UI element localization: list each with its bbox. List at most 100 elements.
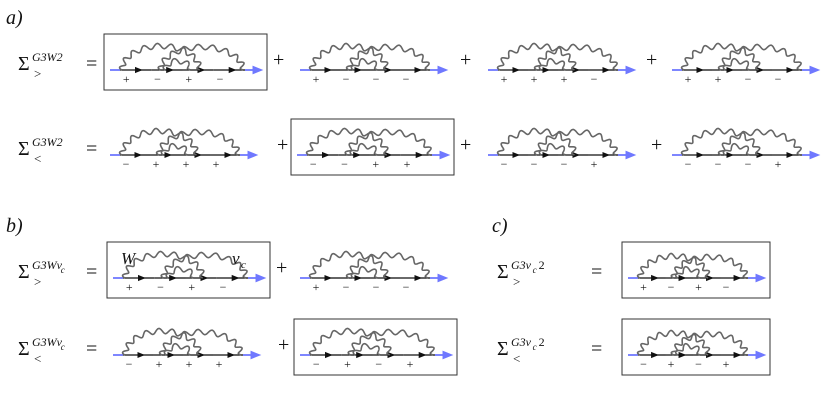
vertex-sign: −: [373, 280, 380, 294]
interaction-line: [538, 57, 566, 71]
b-greater-equals: =: [86, 261, 97, 283]
interaction-line: [350, 57, 378, 71]
interaction-line: [680, 127, 761, 156]
subscript: >: [34, 66, 41, 81]
vertex-sign: +: [153, 157, 160, 171]
vertex-sign: −: [531, 157, 538, 171]
vertex-sign: −: [403, 72, 410, 86]
subscript: >: [513, 274, 520, 289]
vertex-sign: +: [404, 157, 411, 171]
vertex-sign: −: [715, 157, 722, 171]
sigma-symbol: Σ: [497, 261, 509, 283]
interaction-line: [347, 328, 435, 356]
interaction-line: [496, 127, 577, 156]
superscript-sub: c: [61, 265, 65, 275]
vertex-sign: −: [501, 157, 508, 171]
vertex-sign: −: [745, 157, 752, 171]
a-greater-plus: +: [646, 49, 657, 71]
vertex-sign: −: [343, 280, 350, 294]
b-lesser-equals: =: [86, 338, 97, 360]
interaction-line: [670, 253, 748, 279]
vertex-sign: −: [123, 157, 130, 171]
interaction-line: [533, 43, 618, 71]
b-lesser-term-0: −+++: [113, 327, 262, 371]
vertex-sign: +: [685, 72, 692, 86]
superscript: G3W2: [32, 50, 63, 64]
vertex-sign: −: [685, 157, 692, 171]
interaction-line: [533, 128, 618, 156]
subscript: >: [34, 274, 41, 289]
vertex-sign: +: [407, 357, 414, 371]
interaction-line: [349, 142, 378, 156]
interaction-line: [496, 42, 577, 71]
vertex-sign: −: [375, 357, 382, 371]
vertex-sign: +: [723, 357, 730, 371]
highlight-box: [290, 118, 455, 176]
vertex-sign: −: [403, 280, 410, 294]
vertex-sign: −: [373, 72, 380, 86]
interaction-line: [155, 128, 240, 156]
a-greater-equals: =: [86, 53, 97, 75]
c-greater-equals: =: [591, 261, 602, 283]
b-greater-term-1: +−−−: [300, 250, 449, 294]
sigma-symbol: Σ: [497, 338, 509, 360]
vertex-sign: +: [561, 72, 568, 86]
vertex-sign: −: [561, 157, 568, 171]
interaction-line: [158, 328, 243, 356]
b-greater-plus: +: [276, 257, 287, 279]
a-lesser-plus: +: [651, 134, 662, 156]
vertex-sign: −: [640, 357, 647, 371]
interaction-line: [308, 42, 389, 71]
panel-label-a: a): [6, 7, 23, 29]
subscript: <: [513, 351, 520, 366]
superscript: G3v: [511, 335, 532, 349]
interaction-line: [121, 327, 202, 356]
superscript-sub: c: [533, 342, 537, 352]
vertex-sign: +: [531, 72, 538, 86]
superscript-end: 2: [539, 258, 545, 272]
vertex-sign: −: [126, 357, 133, 371]
vertex-sign: −: [745, 72, 752, 86]
interaction-line: [345, 43, 430, 71]
sigma-symbol: Σ: [18, 53, 30, 75]
vertex-sign: +: [501, 72, 508, 86]
vertex-sign: −: [343, 72, 350, 86]
superscript-sub: c: [533, 265, 537, 275]
vertex-sign: +: [183, 157, 190, 171]
superscript: G3Wv: [32, 258, 63, 272]
vertex-sign: −: [220, 280, 227, 294]
highlight-box: [621, 318, 771, 376]
sigma-symbol: Σ: [18, 261, 30, 283]
vertex-sign: +: [668, 357, 675, 371]
a-greater-plus: +: [460, 49, 471, 71]
interaction-line: [717, 43, 802, 71]
a-lesser-plus: +: [277, 134, 288, 156]
a-lesser-term-1: −−++: [290, 118, 455, 176]
label-vc: v: [232, 249, 240, 268]
a-greater-plus: +: [273, 49, 284, 71]
interaction-line: [121, 250, 205, 279]
interaction-line: [352, 342, 381, 356]
label-w: W: [121, 249, 137, 268]
vertex-sign: −: [217, 72, 224, 86]
a-lesser-term-3: − − − +: [672, 127, 821, 171]
vertex-sign: +: [775, 157, 782, 171]
interaction-line: [308, 327, 392, 356]
a-lesser-equals: =: [86, 138, 97, 160]
a-lesser-term-2: − − − +: [488, 127, 637, 171]
vertex-sign: +: [591, 157, 598, 171]
c-lesser-term-0: −+−+: [621, 318, 771, 376]
interaction-line: [350, 265, 378, 279]
interaction-line: [344, 128, 432, 156]
interaction-line: [345, 251, 430, 279]
vertex-sign: −: [313, 357, 320, 371]
interaction-line: [118, 42, 202, 71]
vertex-sign: +: [123, 72, 130, 86]
b-lesser-plus: +: [278, 334, 289, 356]
sigma-symbol: Σ: [18, 138, 30, 160]
